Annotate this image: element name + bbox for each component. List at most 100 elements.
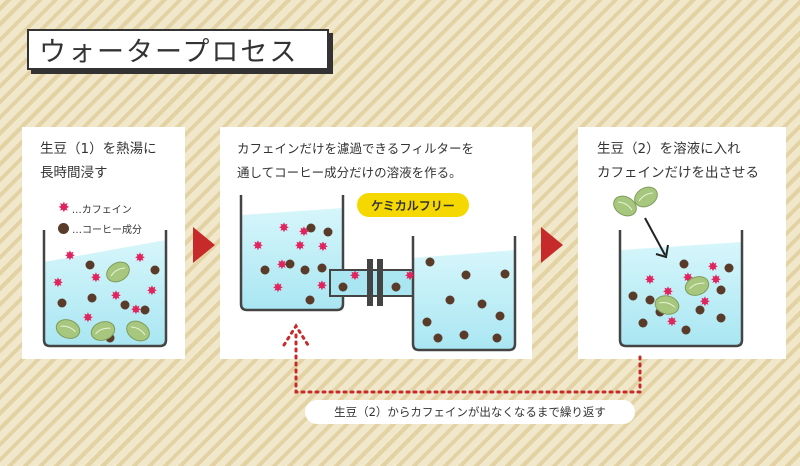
caffeine-particle: ✸ [663,285,674,300]
step2-line1: カフェインだけを濾過できるフィルターを [237,141,475,156]
coffee-particle [150,265,160,275]
caffeine-particle: ✸ [273,281,284,296]
page-title: ウォータープロセス [39,37,299,68]
coffee-particle [305,295,315,305]
coffee-bean-line [95,327,111,335]
caffeine-particle: ✸ [295,239,306,254]
coffee-bean-line [659,302,676,308]
loop-path [294,333,642,394]
beaker-2-right [411,236,517,352]
coffee-particle [461,270,471,280]
coffee-particle [679,259,689,269]
coffee-bean-line [131,326,146,336]
coffee-bean [613,195,637,217]
caffeine-particle: ✸ [135,251,146,266]
caffeine-particle: ✸ [667,315,678,330]
caffeine-particle: ✸ [91,271,102,286]
caffeine-particle: ✸ [318,240,329,255]
coffee-particle [57,298,67,308]
caffeine-particle: ✸ [65,249,76,264]
coffee-particle [140,305,150,315]
coffee-particle [445,295,455,305]
coffee-particle [120,300,130,310]
caffeine-particle: ✸ [147,284,158,299]
legend-caffeine: …カフェイン [71,204,132,216]
coffee-bean-line [618,201,633,211]
coffee-particle [391,282,401,292]
step3-line2: カフェインだけを出させる [597,165,759,181]
caffeine-particle: ✸ [350,269,361,284]
coffee-particle [338,282,348,292]
filter-badge: ケミカルフリー [357,193,469,217]
loop-label: 生豆（2）からカフェインが出なくなるまで繰り返す [305,400,635,424]
coffee-particle [300,265,310,275]
caffeine-particle: ✸ [299,225,310,240]
coffee-particle [695,305,705,315]
coffee-particle [433,333,443,343]
step3-text: 生豆（2）を溶液に入れ カフェインだけを出させる [597,137,759,185]
caffeine-particle: ✸ [405,269,416,284]
coffee-dot-icon [58,222,69,234]
caffeine-particle: ✸ [711,273,722,288]
coffee-particle [323,227,333,237]
arrow-right-icon [193,227,215,263]
coffee-bean [106,261,130,283]
caffeine-particle: ✸ [53,276,64,291]
coffee-particle [681,325,691,335]
step3-line1: 生豆（2）を溶液に入れ [597,141,741,157]
caffeine-particle: ✸ [277,258,288,273]
coffee-particle [500,269,510,279]
beaker-3 [618,230,744,348]
coffee-particle [306,223,316,233]
step1-line1: 生豆（1）を熱湯に [40,141,157,157]
step2-line2: 通してコーヒー成分だけの溶液を作る。 [237,165,462,180]
drop-arrow-icon [644,217,666,256]
coffee-bean-line [110,267,125,277]
coffee-particle [260,265,270,275]
coffee-bean [654,295,680,315]
step1-line2: 長時間浸す [40,165,108,181]
loop-arrowhead-icon [282,323,310,347]
coffee-bean [55,319,81,339]
coffee-particle [425,257,435,267]
legend: ✸…カフェイン …コーヒー成分 [58,198,142,238]
coffee-particle [477,299,487,309]
caffeine-particle: ✸ [83,311,94,326]
beaker-2-left [239,195,345,312]
arrow-right-icon [541,227,563,263]
coffee-particle [317,263,327,273]
coffee-particle [87,293,97,303]
caffeine-icon: ✸ [58,200,70,216]
title-box: ウォータープロセス [27,29,329,70]
coffee-particle [645,295,655,305]
coffee-particle [724,263,734,273]
filter-pipe [329,259,416,306]
coffee-particle [716,285,726,295]
caffeine-particle: ✸ [700,295,711,310]
caffeine-particle: ✸ [317,279,328,294]
coffee-particle [85,260,95,270]
coffee-particle [628,291,638,301]
caffeine-particle: ✸ [111,289,122,304]
coffee-particle [285,259,295,269]
coffee-bean-line [638,192,653,202]
coffee-bean [634,186,658,208]
coffee-bean [684,276,710,296]
caffeine-particle: ✸ [708,260,719,275]
beaker-1 [42,230,168,348]
step1-text: 生豆（1）を熱湯に 長時間浸す [40,137,157,185]
coffee-bean-line [689,282,705,290]
coffee-particle [492,333,502,343]
coffee-particle [495,311,505,321]
caffeine-particle: ✸ [253,239,264,254]
caffeine-particle: ✸ [279,221,290,236]
step2-text: カフェインだけを濾過できるフィルターを 通してコーヒー成分だけの溶液を作る。 [237,137,474,185]
caffeine-particle: ✸ [131,303,142,318]
coffee-particle [716,313,726,323]
caffeine-particle: ✸ [683,271,694,286]
coffee-particle [422,317,432,327]
coffee-bean [126,320,150,342]
coffee-bean [90,321,116,341]
caffeine-particle: ✸ [645,273,656,288]
